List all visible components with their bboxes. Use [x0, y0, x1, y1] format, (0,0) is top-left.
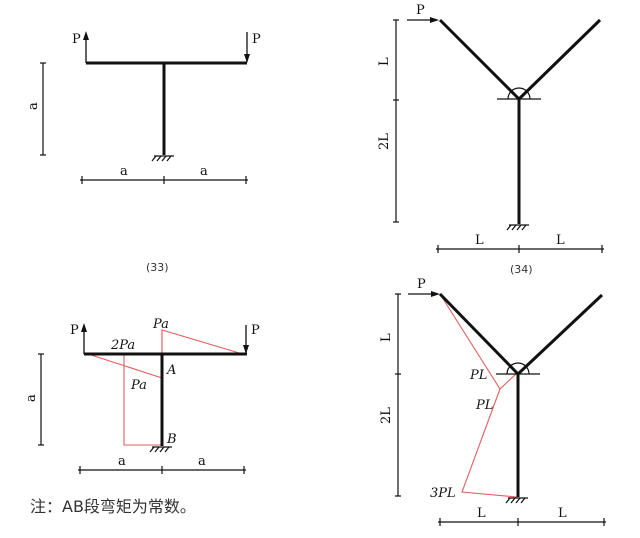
m34-moment-diagram	[439, 293, 518, 498]
fig33-load-left-label: P	[72, 32, 81, 47]
fig33-dim-vertical	[40, 62, 46, 156]
fig34-dim-horizontal	[436, 245, 604, 253]
fig33-load-right-label: P	[252, 32, 261, 47]
m33-label-pa-top: Pa	[152, 317, 169, 332]
m33-fixed-support-icon	[149, 446, 172, 453]
moment-33: P P 2Pa Pa Pa A B a a a 注：AB段弯矩为常数。	[24, 317, 260, 516]
m34-load-label: P	[417, 277, 426, 292]
m33-load-left-arrow-icon	[81, 323, 87, 354]
fig34-dim-bottom-label: 2L	[377, 133, 392, 150]
m34-label-pl-2: PL	[475, 398, 493, 413]
m34-dim-top-label: L	[379, 333, 394, 342]
moment-34: P PL PL 3PL L 2L L L	[379, 277, 606, 526]
m33-label-2pa: 2Pa	[110, 338, 135, 353]
m33-dim-left-label: a	[118, 454, 126, 469]
m33-point-a: A	[166, 363, 176, 378]
m33-dim-right-label: a	[198, 454, 206, 469]
m34-load-arrow-icon	[408, 291, 440, 297]
m34-dim-bottom-label: 2L	[379, 407, 394, 424]
fig34-load-label: P	[416, 3, 425, 18]
fig33-fixed-support-icon	[151, 155, 174, 162]
figure-33: P P a a a (33)	[26, 31, 261, 274]
m34-fixed-support-icon	[505, 497, 528, 504]
fig33-caption: (33)	[146, 261, 169, 274]
fig34-caption: (34)	[510, 263, 533, 276]
fig33-dim-horizontal	[80, 176, 248, 184]
fig34-hinge-icon	[497, 87, 541, 100]
fig33-dim-right-label: a	[200, 164, 208, 179]
fig34-right-arm	[517, 18, 602, 101]
m33-point-b: B	[166, 432, 177, 447]
m33-dim-vertical-label: a	[24, 394, 39, 402]
m33-note: 注：AB段弯矩为常数。	[30, 497, 196, 516]
fig34-dim-right-label: L	[556, 233, 565, 248]
fig33-dim-left-label: a	[120, 164, 128, 179]
m33-moment-diagram	[84, 329, 247, 446]
m34-dim-vertical	[395, 293, 401, 497]
fig34-dim-vertical	[393, 19, 399, 223]
fig33-dim-vertical-label: a	[26, 102, 41, 110]
m33-label-pa-mid: Pa	[130, 378, 147, 393]
m34-hinge-icon	[496, 362, 540, 375]
m34-label-pl-1: PL	[469, 368, 487, 383]
m33-dim-vertical	[38, 353, 44, 446]
figure-34: P L 2L L L (34)	[377, 3, 604, 276]
fig33-load-right-arrow-icon	[244, 32, 250, 63]
fig33-load-left-arrow-icon	[83, 31, 89, 63]
m34-dim-left-label: L	[477, 506, 486, 521]
fig34-left-arm	[438, 18, 521, 101]
m34-label-3pl: 3PL	[430, 486, 456, 501]
m34-left-arm	[438, 292, 520, 376]
m33-dim-horizontal	[78, 466, 246, 474]
fig34-dim-top-label: L	[377, 57, 392, 66]
m34-dim-right-label: L	[558, 506, 567, 521]
m33-load-right-label: P	[251, 323, 260, 338]
m33-load-right-arrow-icon	[243, 325, 249, 354]
fig34-fixed-support-icon	[506, 224, 529, 231]
m34-dim-horizontal	[438, 518, 606, 526]
m33-load-left-label: P	[70, 323, 79, 338]
m34-right-arm	[516, 293, 604, 376]
fig34-dim-left-label: L	[475, 233, 484, 248]
fig34-load-arrow-icon	[407, 17, 439, 23]
